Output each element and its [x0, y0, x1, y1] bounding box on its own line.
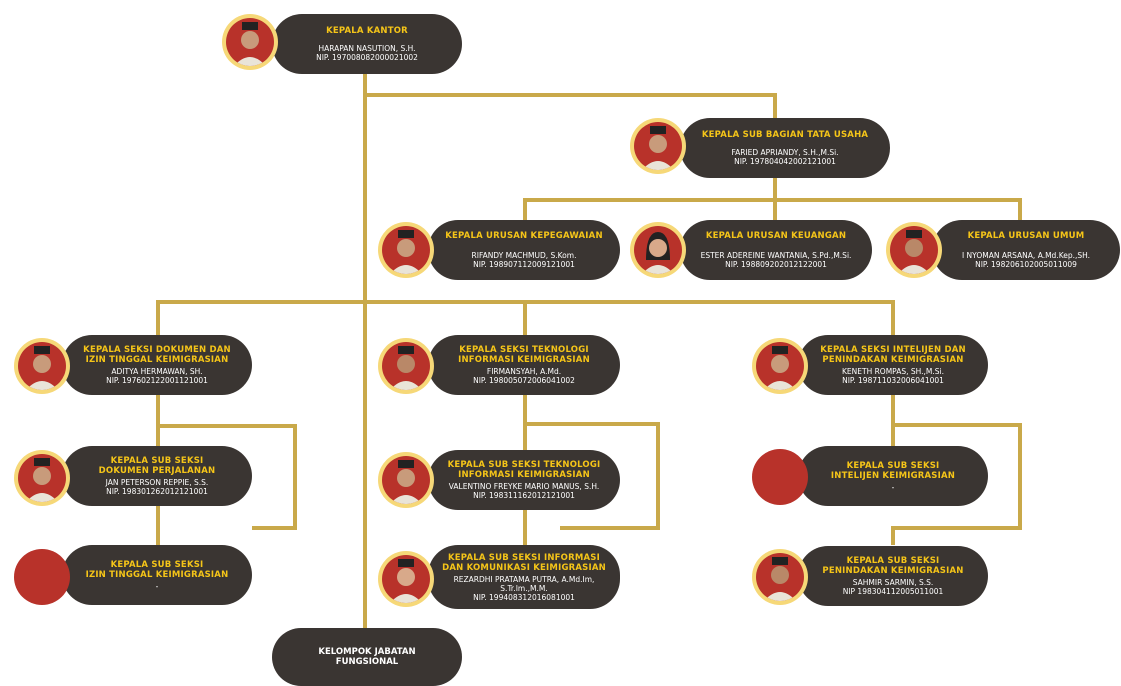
card-name: ADITYA HERMAWAN, SH. — [111, 367, 203, 376]
person-icon — [390, 230, 422, 274]
card-title-2: PENINDAKAN KEIMIGRASIAN — [822, 355, 964, 365]
person-icon — [390, 346, 422, 390]
card-name: JAN PETERSON REPPIE, S.S. — [105, 478, 209, 487]
card-title-1: KELOMPOK JABATAN — [318, 647, 416, 657]
person-icon — [642, 232, 674, 274]
card-title-2: IZIN TINGGAL KEIMIGRASIAN — [85, 569, 229, 580]
card-subseksi-informasi: KEPALA SUB SEKSI INFORMASI DAN KOMUNIKAS… — [428, 545, 620, 609]
card-nip: NIP. 198301262012121001 — [106, 487, 208, 496]
card-nip: NIP. 198311162012121001 — [473, 491, 575, 500]
card-nip: NIP. 197804042002121001 — [734, 157, 836, 166]
card-nip: NIP. 198907112009121001 — [473, 260, 575, 269]
avatar-placeholder — [752, 449, 808, 505]
avatar-seksi-dokumen — [14, 338, 70, 394]
person-icon — [234, 22, 266, 66]
person-icon — [642, 126, 674, 170]
card-nip: NIP. 198809202012122001 — [725, 260, 827, 269]
card-urusan-kepegawaian: KEPALA URUSAN KEPEGAWAIAN RIFANDY MACHMU… — [428, 220, 620, 280]
card-title-2: DOKUMEN PERJALANAN — [98, 466, 216, 476]
card-name: I NYOMAN ARSANA, A.Md.Kep.,SH. — [961, 251, 1091, 260]
person-icon — [764, 346, 796, 390]
card-title: KEPALA URUSAN UMUM — [967, 231, 1085, 241]
card-title-2: PENINDAKAN KEIMIGRASIAN — [822, 566, 964, 576]
card-title-1: KEPALA SUB SEKSI — [846, 460, 940, 471]
card-title-1: KEPALA SUB SEKSI — [110, 559, 204, 570]
card-seksi-intelijen: KEPALA SEKSI INTELIJEN DAN PENINDAKAN KE… — [798, 335, 988, 395]
card-subseksi-penindakan: KEPALA SUB SEKSI PENINDAKAN KEIMIGRASIAN… — [798, 546, 988, 606]
card-name: RIFANDY MACHMUD, S.Kom. — [471, 251, 577, 260]
card-name: SAHMIR SARMIN, S.S. — [852, 578, 934, 587]
card-title-2: DAN KOMUNIKASI KEIMIGRASIAN — [442, 562, 606, 573]
card-title-1: KEPALA SUB SEKSI — [110, 456, 204, 466]
avatar-subseksi-teknologi — [378, 452, 434, 508]
person-icon — [764, 557, 796, 601]
card-title-2: INFORMASI KEIMIGRASIAN — [458, 470, 590, 480]
card-subseksi-izin-tinggal: KEPALA SUB SEKSI IZIN TINGGAL KEIMIGRASI… — [62, 545, 252, 605]
card-title: KEPALA URUSAN KEUANGAN — [705, 231, 847, 241]
branch-to-tu — [365, 93, 777, 118]
avatar-seksi-intelijen — [752, 338, 808, 394]
card-title-2: FUNGSIONAL — [335, 657, 399, 667]
card-title: KEPALA URUSAN KEPEGAWAIAN — [445, 231, 603, 241]
branch-urusan — [523, 176, 1022, 220]
card-subseksi-dokumen-perjalanan: KEPALA SUB SEKSI DOKUMEN PERJALANAN JAN … — [62, 446, 252, 506]
person-icon — [390, 460, 422, 504]
card-subseksi-teknologi: KEPALA SUB SEKSI TEKNOLOGI INFORMASI KEI… — [428, 450, 620, 510]
avatar-kepala-kantor — [222, 14, 278, 70]
card-nip: NIP. 198005072006041002 — [473, 376, 575, 385]
card-nip: NIP. 198711032006041001 — [842, 376, 944, 385]
card-name: KENETH ROMPAS, SH.,M.Si. — [841, 367, 945, 376]
card-nip: NIP 198304112005011001 — [842, 587, 944, 596]
person-icon — [26, 458, 58, 502]
avatar-urusan-kepegawaian — [378, 222, 434, 278]
card-seksi-dokumen: KEPALA SEKSI DOKUMEN DAN IZIN TINGGAL KE… — [62, 335, 252, 395]
card-kelompok-jabatan-fungsional: KELOMPOK JABATAN FUNGSIONAL — [272, 628, 462, 686]
card-subseksi-intelijen: KEPALA SUB SEKSI INTELIJEN KEIMIGRASIAN … — [798, 446, 988, 506]
card-name-1: REZARDHI PRATAMA PUTRA, A.Md.Im, — [453, 574, 595, 584]
card-name: - — [155, 581, 159, 591]
card-title-2: INTELIJEN KEIMIGRASIAN — [830, 470, 956, 481]
card-name: VALENTINO FREYKE MARIO MANUS, S.H. — [448, 482, 600, 491]
avatar-seksi-tik — [378, 338, 434, 394]
card-title-1: KEPALA SUB SEKSI — [846, 556, 940, 566]
branch-intel — [891, 394, 1022, 545]
card-urusan-keuangan: KEPALA URUSAN KEUANGAN ESTER ADEREINE WA… — [680, 220, 872, 280]
card-nip: NIP. 197602122001121001 — [106, 376, 208, 385]
card-name-2: S.Tr.Im.,M.M. — [500, 583, 548, 593]
card-title-1: KEPALA SEKSI INTELIJEN DAN — [820, 345, 966, 355]
avatar-subseksi-informasi — [378, 551, 434, 607]
card-name: ESTER ADEREINE WANTANIA, S.Pd.,M.Si. — [700, 251, 852, 260]
card-title-1: KEPALA SUB SEKSI INFORMASI — [448, 552, 600, 563]
card-title-1: KEPALA SUB SEKSI TEKNOLOGI — [447, 460, 601, 470]
avatar-urusan-keuangan — [630, 222, 686, 278]
card-name: FARIED APRIANDY, S.H.,M.Si. — [731, 148, 839, 157]
card-name: HARAPAN NASUTION, S.H. — [318, 44, 416, 53]
avatar-subseksi-penindakan — [752, 549, 808, 605]
card-title: KEPALA KANTOR — [326, 26, 408, 36]
card-title-2: IZIN TINGGAL KEIMIGRASIAN — [85, 355, 229, 365]
branch-tik — [523, 394, 660, 545]
card-nip: NIP. 198206102005011009 — [975, 260, 1077, 269]
card-title-1: KEPALA SEKSI DOKUMEN DAN — [83, 345, 231, 355]
card-title-1: KEPALA SEKSI TEKNOLOGI — [459, 345, 589, 355]
card-name: FIRMANSYAH, A.Md. — [486, 367, 562, 376]
avatar-placeholder — [14, 549, 70, 605]
person-icon — [26, 346, 58, 390]
card-title: KEPALA SUB BAGIAN TATA USAHA — [701, 130, 869, 140]
card-name: - — [891, 482, 895, 492]
card-kepala-kantor: KEPALA KANTOR HARAPAN NASUTION, S.H. NIP… — [272, 14, 462, 74]
person-icon — [898, 230, 930, 274]
avatar-subseksi-dokumen-perjalanan — [14, 450, 70, 506]
card-urusan-umum: KEPALA URUSAN UMUM I NYOMAN ARSANA, A.Md… — [932, 220, 1120, 280]
card-title-2: INFORMASI KEIMIGRASIAN — [458, 355, 590, 365]
card-seksi-tik: KEPALA SEKSI TEKNOLOGI INFORMASI KEIMIGR… — [428, 335, 620, 395]
card-nip: NIP. 197008082000021002 — [316, 53, 418, 62]
card-kasubbag-tu: KEPALA SUB BAGIAN TATA USAHA FARIED APRI… — [680, 118, 890, 178]
branch-seksi — [156, 300, 895, 335]
person-icon — [390, 559, 422, 603]
card-nip: NIP. 199408312016081001 — [473, 592, 575, 602]
avatar-kasubbag-tu — [630, 118, 686, 174]
avatar-urusan-umum — [886, 222, 942, 278]
